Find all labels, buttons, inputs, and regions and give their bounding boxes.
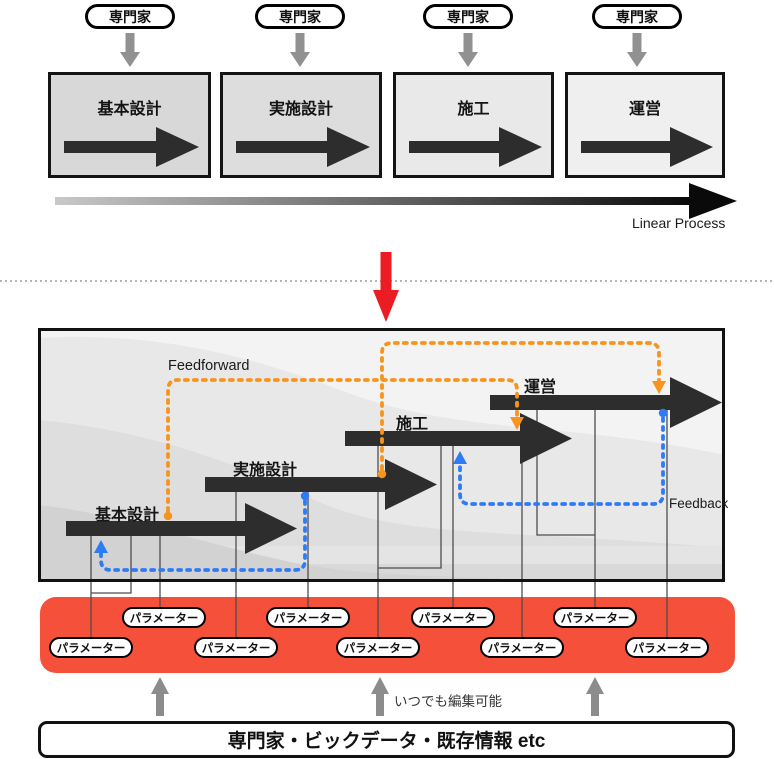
parameter-pill: パラメーター xyxy=(266,607,350,628)
expert-pill-2: 専門家 xyxy=(255,4,345,29)
linear-process-label: Linear Process xyxy=(632,215,726,231)
stage-box-label: 施工 xyxy=(457,101,490,118)
parameter-pill: パラメーター xyxy=(49,637,133,658)
parameter-label: パラメーター xyxy=(56,642,126,655)
expert-pill-1: 専門家 xyxy=(85,4,175,29)
integrated-box-waves xyxy=(39,336,724,581)
process-bar-label-operation: 運営 xyxy=(524,379,557,396)
parameter-label: パラメーター xyxy=(632,642,702,655)
parameter-pill: パラメーター xyxy=(194,637,278,658)
stage-box-operation: 運営 xyxy=(565,72,725,178)
linear-process-arrow xyxy=(55,183,737,219)
parameter-label: パラメーター xyxy=(560,612,630,625)
parameter-pill: パラメーター xyxy=(625,637,709,658)
parameter-label: パラメーター xyxy=(343,642,413,655)
stage-box-detailed-design: 実施設計 xyxy=(220,72,382,178)
parameter-pill: パラメーター xyxy=(336,637,420,658)
expert-label: 専門家 xyxy=(279,8,321,25)
feedforward-label: Feedforward xyxy=(168,358,250,374)
stage-box-basic-design: 基本設計 xyxy=(48,72,211,178)
data-source-box: 専門家・ビックデータ・既存情報 etc xyxy=(38,721,735,758)
parameter-label: パラメーター xyxy=(201,642,271,655)
stage-box-label: 基本設計 xyxy=(97,101,162,118)
feedback-paths xyxy=(94,408,668,572)
parameter-label: パラメーター xyxy=(273,612,343,625)
source-up-arrows xyxy=(151,677,604,716)
transition-red-arrow xyxy=(373,252,399,322)
stage-box-label: 実施設計 xyxy=(268,101,333,118)
expert-label: 専門家 xyxy=(109,8,151,25)
data-source-label: 専門家・ビックデータ・既存情報 etc xyxy=(227,731,546,752)
parameter-pill: パラメーター xyxy=(553,607,637,628)
expert-down-arrows xyxy=(120,33,647,67)
integrated-process-bars xyxy=(66,377,722,554)
process-bar-label-detailed-design: 実施設計 xyxy=(233,462,298,479)
parameter-label: パラメーター xyxy=(487,642,557,655)
expert-label: 専門家 xyxy=(447,8,489,25)
process-bar-label-basic-design: 基本設計 xyxy=(95,507,160,524)
integrated-box-border xyxy=(38,328,725,582)
edit-note: いつでも編集可能 xyxy=(394,694,502,709)
expert-pill-4: 専門家 xyxy=(592,4,682,29)
parameter-pill: パラメーター xyxy=(480,637,564,658)
process-bar-label-construction: 施工 xyxy=(396,416,429,433)
integrated-box-bg xyxy=(39,329,724,581)
stage-box-label: 運営 xyxy=(628,101,661,118)
parameter-pill: パラメーター xyxy=(411,607,495,628)
stage-box-construction: 施工 xyxy=(393,72,554,178)
expert-pill-3: 専門家 xyxy=(423,4,513,29)
parameter-label: パラメーター xyxy=(418,612,488,625)
parameter-pill: パラメーター xyxy=(122,607,206,628)
parameter-label: パラメーター xyxy=(129,612,199,625)
feedback-label: Feedback xyxy=(669,496,729,511)
expert-label: 専門家 xyxy=(616,8,658,25)
